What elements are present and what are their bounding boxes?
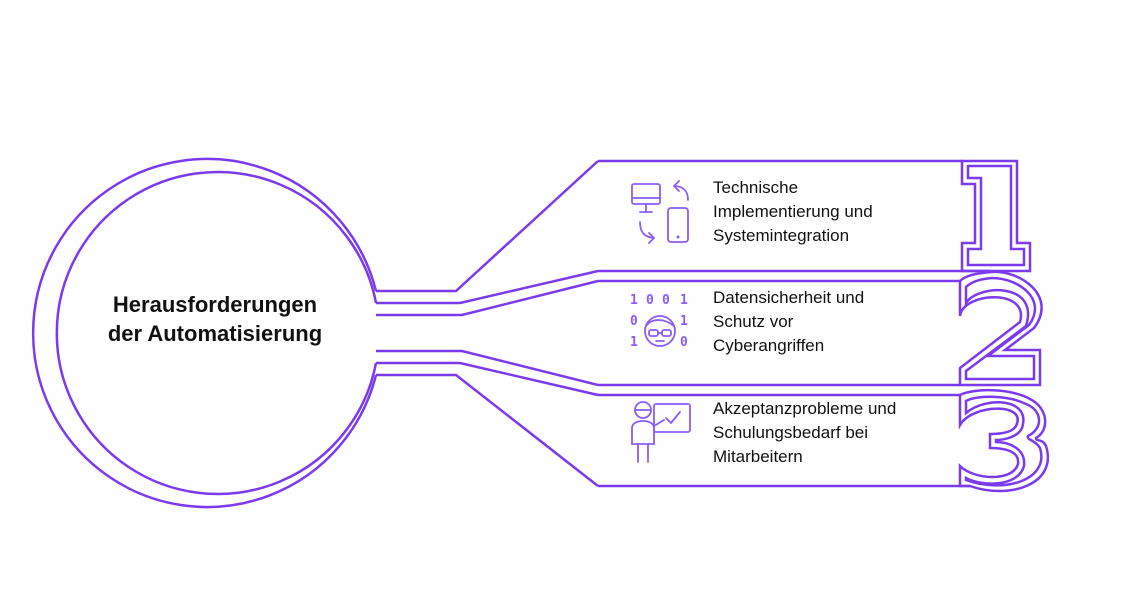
binary-digit: 1 <box>680 314 688 329</box>
hacker-binary-icon: 1 0 0 1 0 1 1 0 <box>630 293 688 350</box>
bar-3 <box>598 393 970 488</box>
number-1-outline <box>960 159 1032 273</box>
number-3-inner <box>964 395 1043 487</box>
bar-1 <box>598 159 990 273</box>
connector-2 <box>376 279 599 317</box>
connectors <box>376 160 599 487</box>
item-3-label: Akzeptanzprobleme und Schulungsbedarf be… <box>713 397 896 469</box>
item-1-label-line: Implementierung und <box>713 202 873 221</box>
connector-3 <box>376 361 599 397</box>
binary-digit: 1 <box>680 293 688 308</box>
item-3-label-line: Schulungsbedarf bei <box>713 423 869 442</box>
bar-2 <box>598 279 960 387</box>
connector-2-inner <box>376 349 599 387</box>
item-3-label-line: Mitarbeitern <box>713 447 803 466</box>
connector-1 <box>376 160 599 293</box>
item-2-label-line: Datensicherheit und <box>713 288 865 307</box>
item-2-label-line: Cyberangriffen <box>713 336 825 355</box>
number-1-inner <box>966 164 1026 267</box>
binary-digit: 0 <box>630 314 638 329</box>
central-title-line: der Automatisierung <box>107 321 323 346</box>
circle-inner-ring <box>55 170 378 496</box>
connector-1-inner <box>376 269 599 305</box>
central-circle <box>31 157 378 509</box>
item-1-label-line: Technische <box>713 178 799 197</box>
central-title: Herausforderungen der Automatisierung <box>60 290 370 348</box>
circle-outer-ring <box>31 157 378 509</box>
central-title-line: Herausforderungen <box>112 292 318 317</box>
devices-sync-icon <box>631 180 689 244</box>
number-2-inner <box>964 276 1037 381</box>
number-3-outline <box>958 388 1050 493</box>
connector-3-inner <box>376 373 599 487</box>
item-1-label-line: Systemintegration <box>713 226 850 245</box>
binary-digit: 0 <box>646 293 654 308</box>
item-3-label-line: Akzeptanzprobleme und <box>713 399 897 418</box>
binary-digit: 0 <box>662 293 670 308</box>
item-2-label-line: Schutz vor <box>713 312 794 331</box>
binary-digit: 0 <box>680 335 688 350</box>
binary-digit: 1 <box>630 293 638 308</box>
number-2-outline <box>958 270 1043 387</box>
binary-digit: 1 <box>630 335 638 350</box>
item-2-label: Datensicherheit und Schutz vor Cyberangr… <box>713 286 864 358</box>
item-1-label: Technische Implementierung und Systemint… <box>713 176 873 248</box>
trainer-board-icon <box>631 401 691 463</box>
